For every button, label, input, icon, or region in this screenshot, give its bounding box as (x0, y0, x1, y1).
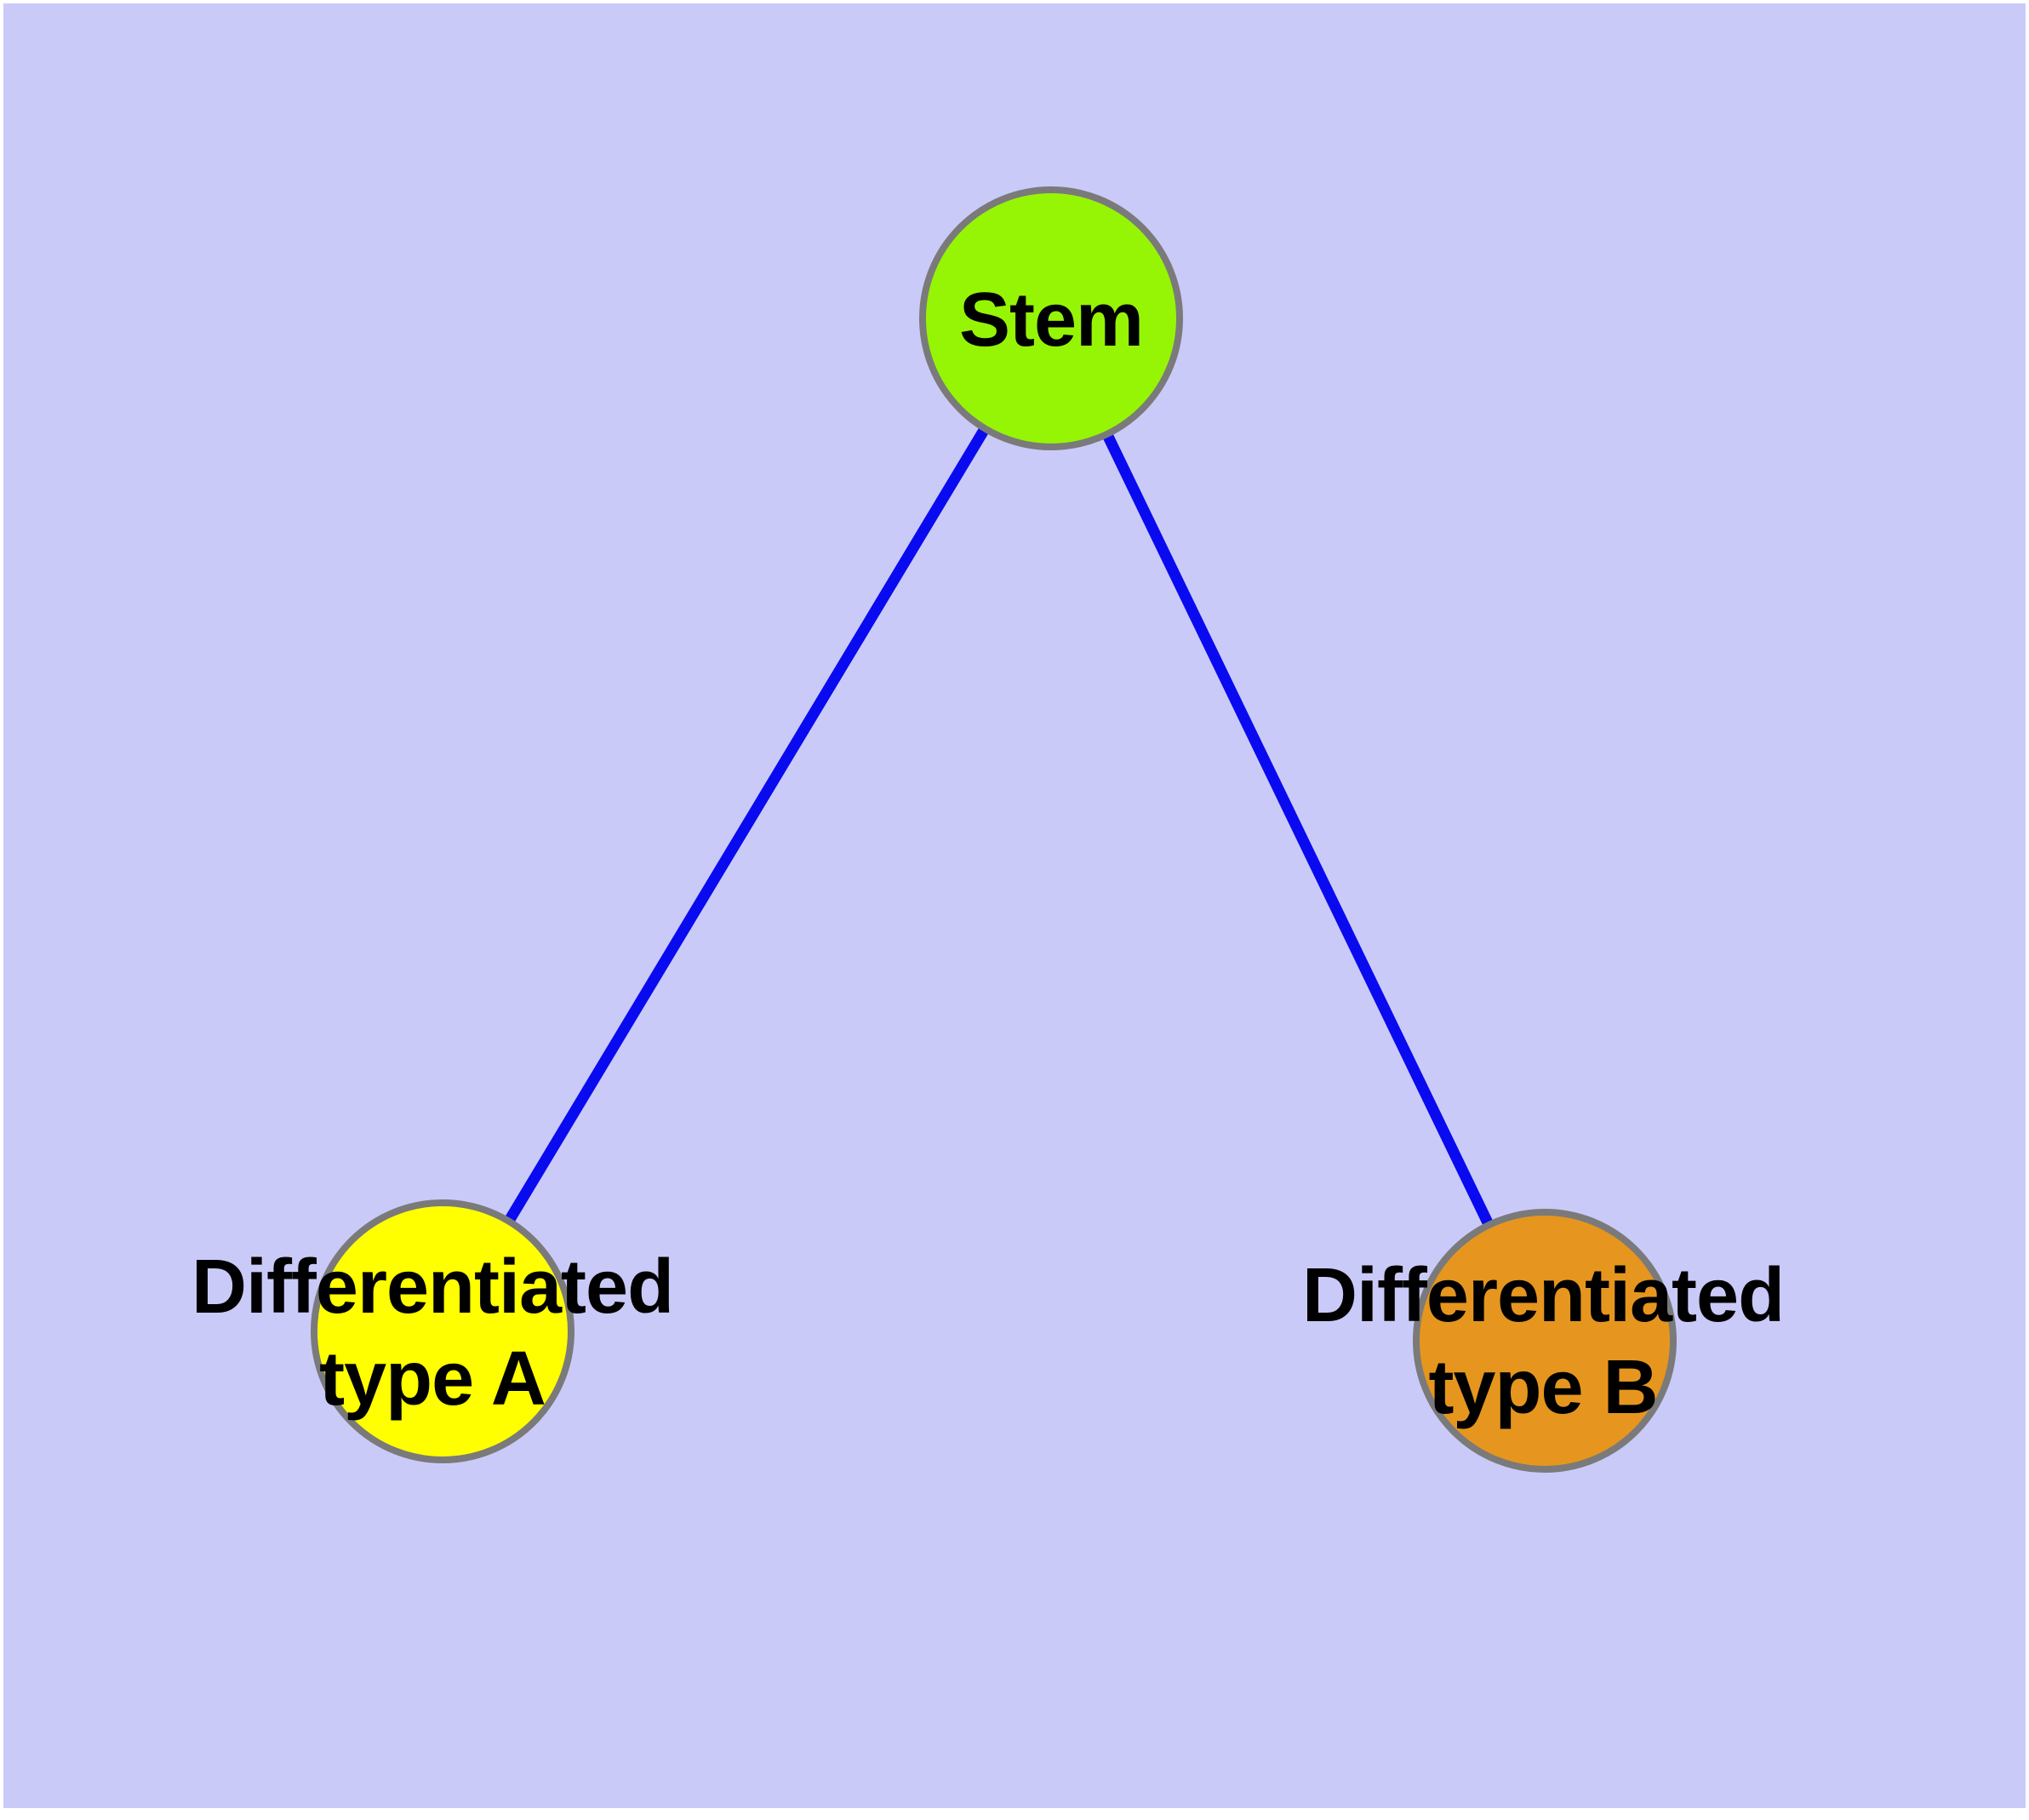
node-differentiated-type-b (1413, 1209, 1677, 1473)
node-type-a-label: Differentiated type A (191, 1241, 674, 1425)
node-type-a-label-line2: type A (319, 1336, 546, 1422)
node-differentiated-type-a (311, 1199, 574, 1463)
node-type-b-label-line1: Differentiated (1301, 1253, 1785, 1338)
node-type-b-label: Differentiated type B (1301, 1250, 1785, 1434)
node-stem (919, 186, 1183, 450)
edge-stem-to-type-a (437, 315, 1056, 1335)
node-type-b-label-line2: type B (1428, 1345, 1658, 1430)
edge-stem-to-type-b (1046, 316, 1550, 1343)
node-stem-label: Stem (958, 278, 1144, 363)
node-type-a-label-line1: Differentiated (191, 1245, 674, 1330)
